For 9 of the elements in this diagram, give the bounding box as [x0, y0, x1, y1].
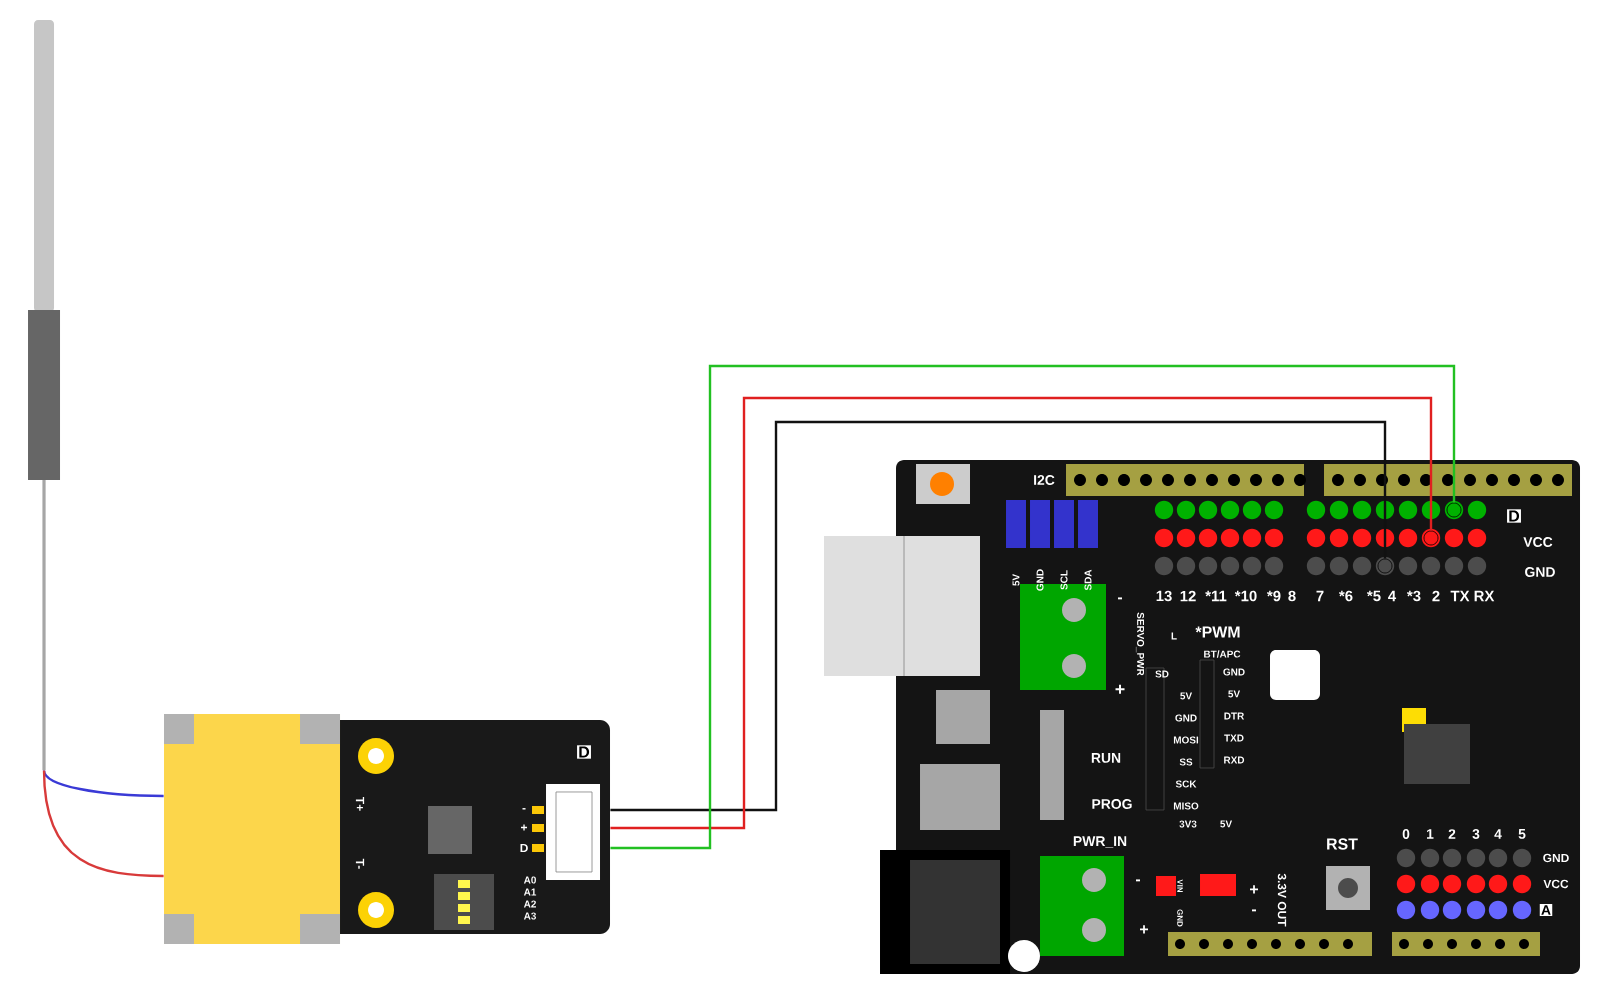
header-pin: [1446, 502, 1462, 518]
temperature-probe-drawing: [28, 20, 60, 770]
expansion-shield-drawing: [824, 460, 1580, 974]
sensor-module-drawing: [164, 714, 610, 944]
wire: [42, 770, 164, 798]
wire: [42, 770, 164, 878]
header-pin: [1377, 558, 1393, 574]
header-pin: [1423, 530, 1439, 546]
board-label: +: [1115, 684, 1125, 694]
